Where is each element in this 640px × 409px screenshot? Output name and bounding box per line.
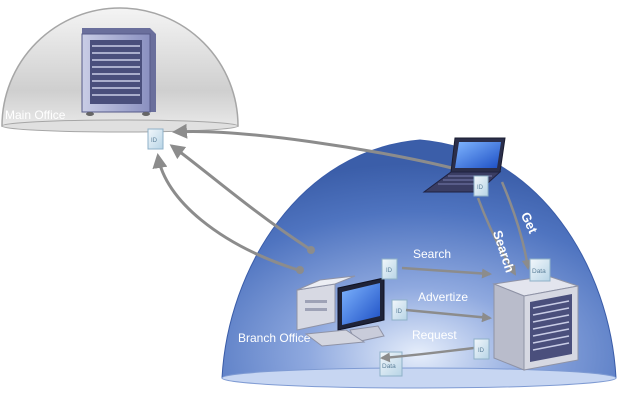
server-data-tag: Data bbox=[529, 258, 551, 282]
laptop-id-tag: ID bbox=[473, 175, 489, 197]
advertize-arrow bbox=[405, 308, 492, 323]
svg-text:ID: ID bbox=[478, 348, 485, 354]
svg-text:Data: Data bbox=[382, 363, 396, 370]
main-id-tag: ID bbox=[147, 128, 164, 150]
get-label-partial: et bbox=[263, 188, 282, 207]
branch-id-tag-middle: ID bbox=[391, 299, 408, 321]
branch-office-server-icon bbox=[492, 275, 579, 371]
branch-id-tag-top: ID bbox=[381, 258, 398, 280]
branch-office-label: Branch Office bbox=[238, 331, 311, 345]
search-horizontal-arrow bbox=[401, 266, 492, 279]
desktop-computer-icon bbox=[296, 275, 385, 347]
request-label: Request bbox=[412, 328, 457, 342]
svg-text:Data: Data bbox=[532, 268, 546, 275]
main-office-server-icon bbox=[81, 28, 156, 116]
svg-text:ID: ID bbox=[151, 138, 158, 144]
get-arrow bbox=[500, 181, 532, 270]
main-office-label: Main Office bbox=[5, 108, 66, 122]
request-arrow bbox=[380, 346, 475, 363]
advertize-label: Advertize bbox=[418, 290, 468, 304]
branch-to-main-arrow-lower bbox=[152, 153, 299, 272]
branch-to-main-arrow-upper bbox=[169, 144, 309, 250]
request-id-tag: ID bbox=[473, 338, 490, 360]
svg-text:ID: ID bbox=[396, 309, 403, 315]
branch-arrow-anchor-lower bbox=[296, 266, 304, 274]
branch-arrow-anchor-upper bbox=[307, 246, 315, 254]
svg-text:ID: ID bbox=[477, 185, 484, 191]
laptop-to-main-arrow bbox=[172, 123, 453, 170]
search-horizontal-label: Search bbox=[413, 247, 451, 261]
svg-text:ID: ID bbox=[386, 268, 393, 274]
search-vertical-arrow bbox=[476, 197, 517, 276]
